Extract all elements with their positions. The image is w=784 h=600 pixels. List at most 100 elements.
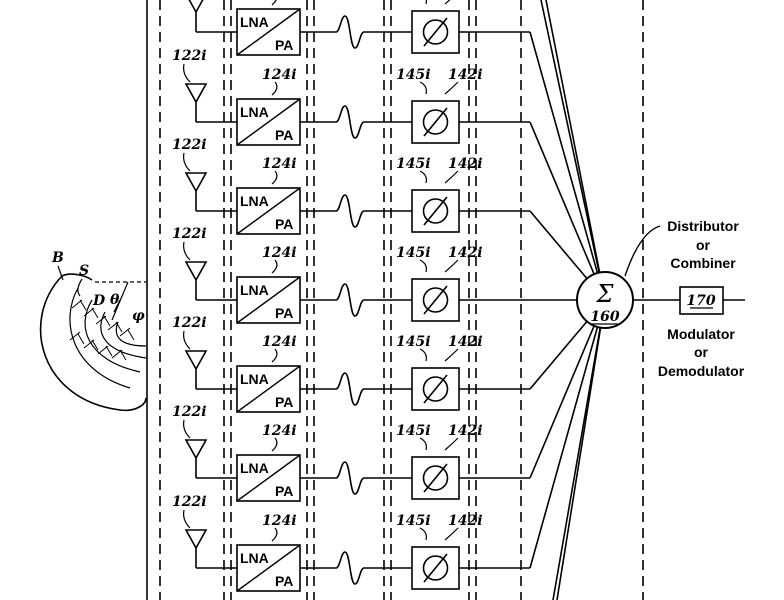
antenna-ref-leader <box>183 63 191 83</box>
pa-label: PA <box>275 483 293 499</box>
phase-shifter-icon <box>422 287 449 313</box>
shifter-ref-b-leader <box>444 527 459 541</box>
shifter-ref-b-leader <box>444 0 451 5</box>
transmission-line <box>300 283 412 317</box>
lna-pa-divider <box>236 544 301 592</box>
amp-ref: 124i <box>262 245 297 261</box>
transmission-line <box>300 105 412 139</box>
amp-ref-leader <box>271 527 278 542</box>
antenna-ref: 122i <box>172 404 207 420</box>
antenna-icon <box>184 439 208 478</box>
shifter-ref-b-leader <box>444 437 459 451</box>
lna-label: LNA <box>240 104 269 120</box>
shifter-ref-a-leader <box>419 81 427 95</box>
shifter-ref-a: 145i <box>396 423 431 439</box>
antenna-ref-leader <box>183 152 191 172</box>
amp-ref: 124i <box>262 513 297 529</box>
phase-shifter-icon <box>422 198 449 224</box>
transmission-line <box>300 372 412 406</box>
phi-label: φ <box>132 308 145 324</box>
shifter-ref-b-leader <box>444 81 459 95</box>
lna-label: LNA <box>240 460 269 476</box>
lna-label: LNA <box>240 14 269 30</box>
pa-label: PA <box>275 305 293 321</box>
amp-ref: 124i <box>262 334 297 350</box>
combiner-feed-extra <box>540 0 606 301</box>
modulator-label-line1: Modulator <box>667 326 735 342</box>
phase-shifter-slash <box>423 285 448 315</box>
lna-pa-divider <box>236 8 301 56</box>
shifter-ref-b-leader <box>444 348 459 362</box>
pa-label: PA <box>275 394 293 410</box>
shifter-ref-b: 142i <box>448 245 483 261</box>
phase-shifter-slash <box>423 553 448 583</box>
lna-pa-divider <box>236 276 301 324</box>
distributor-label-line1: Distributor <box>667 218 739 234</box>
lna-label: LNA <box>240 282 269 298</box>
sigma-ref: 160 <box>590 309 619 325</box>
antenna-icon <box>184 172 208 211</box>
amp-ref-leader <box>271 437 278 452</box>
pa-label: PA <box>275 216 293 232</box>
lna-pa-divider <box>236 98 301 146</box>
antenna-ref-leader <box>183 509 191 529</box>
pa-label: PA <box>275 127 293 143</box>
shifter-ref-a-leader <box>419 170 427 184</box>
phase-shifter-icon <box>422 19 449 45</box>
phase-shifter-icon <box>422 465 449 491</box>
lna-pa-divider <box>236 187 301 235</box>
combiner-feed-lines <box>529 0 606 600</box>
combiner-feed <box>529 121 606 301</box>
shifter-ref-b: 142i <box>448 513 483 529</box>
antenna-ref: 122i <box>172 494 207 510</box>
amp-ref: 124i <box>262 67 297 83</box>
antenna-ref-leader <box>183 330 191 350</box>
beam-label: B <box>51 250 64 266</box>
transmission-line <box>300 194 412 228</box>
distributor-label-line3: Combiner <box>670 255 736 271</box>
amp-ref-leader <box>271 81 278 96</box>
phase-shifter-slash <box>423 463 448 493</box>
antenna-icon <box>188 0 204 32</box>
shifter-ref-b: 142i <box>448 423 483 439</box>
sigma-symbol: Σ <box>596 280 615 308</box>
phase-shifter-slash <box>423 196 448 226</box>
shifter-ref-a: 145i <box>396 513 431 529</box>
shifter-ref-a-leader <box>419 259 427 273</box>
beam-illustration <box>39 273 147 412</box>
antenna-icon <box>184 350 208 389</box>
theta-label: θ <box>110 292 120 308</box>
distance-label: D <box>92 293 106 309</box>
modulator-label-line3: Demodulator <box>658 363 745 379</box>
pa-label: PA <box>275 573 293 589</box>
combiner-feed <box>529 299 606 569</box>
antenna-ref: 122i <box>172 315 207 331</box>
amp-ref-leader <box>271 170 278 185</box>
phase-shifter-slash <box>423 107 448 137</box>
surface-label: S <box>79 263 89 279</box>
lna-pa-divider <box>236 454 301 502</box>
lna-pa-divider <box>236 365 301 413</box>
shifter-ref-a-leader <box>419 437 427 451</box>
shifter-ref-a: 145i <box>396 334 431 350</box>
lna-label: LNA <box>240 193 269 209</box>
transmission-line <box>300 15 412 49</box>
shifter-ref-b: 142i <box>448 156 483 172</box>
combiner-feed-extra <box>545 0 606 301</box>
modulator-label-line2: or <box>694 344 709 360</box>
shifter-ref-a-leader <box>419 348 427 362</box>
combiner-feed-extra <box>556 299 606 600</box>
combiner-feed <box>529 299 606 479</box>
transmission-line <box>300 551 412 585</box>
shifter-ref-a: 145i <box>396 156 431 172</box>
phase-shifter-icon <box>422 109 449 135</box>
shifter-ref-b-leader <box>444 170 459 184</box>
antenna-icon <box>184 529 208 568</box>
amp-ref-leader <box>271 0 277 6</box>
